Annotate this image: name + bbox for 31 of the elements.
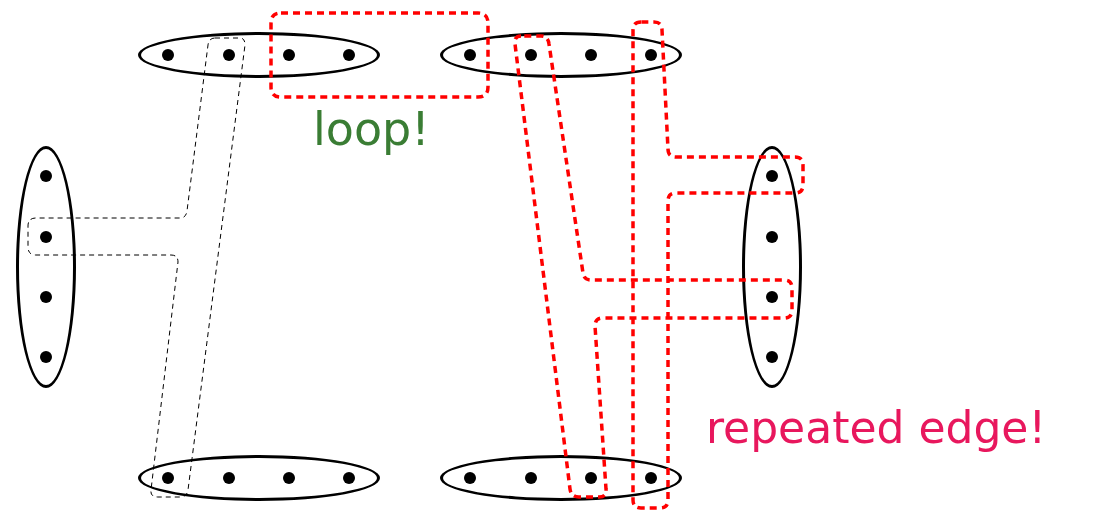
vertex-dot (585, 49, 597, 61)
vertex-dot (343, 49, 355, 61)
vertex-dot (645, 472, 657, 484)
ellipse-outline (16, 146, 76, 388)
ellipse-outline (742, 146, 802, 388)
vertex-dot (525, 472, 537, 484)
vertex-dot (585, 472, 597, 484)
ellipse-outline (138, 32, 380, 78)
vertex-dot (223, 472, 235, 484)
vertex-dot (766, 291, 778, 303)
vertex-dot (283, 49, 295, 61)
vertex-dot (525, 49, 537, 61)
vertex-dot (766, 170, 778, 182)
ellipse-outline (440, 455, 682, 501)
vertex-dot (162, 49, 174, 61)
vertex-dot (162, 472, 174, 484)
vertex-dot (40, 231, 52, 243)
vertex-dot (645, 49, 657, 61)
vertex-dot (464, 472, 476, 484)
vertex-dot (223, 49, 235, 61)
vertex-dot (766, 231, 778, 243)
vertex-dot (40, 291, 52, 303)
vertex-dot (766, 351, 778, 363)
vertex-dot (464, 49, 476, 61)
ellipse-outline (440, 32, 682, 78)
vertex-dot (343, 472, 355, 484)
vertex-dot (40, 170, 52, 182)
ellipse-outline (138, 455, 380, 501)
annotation-text: repeated edge! (706, 406, 1047, 450)
vertex-dot (283, 472, 295, 484)
vertex-dot (40, 351, 52, 363)
